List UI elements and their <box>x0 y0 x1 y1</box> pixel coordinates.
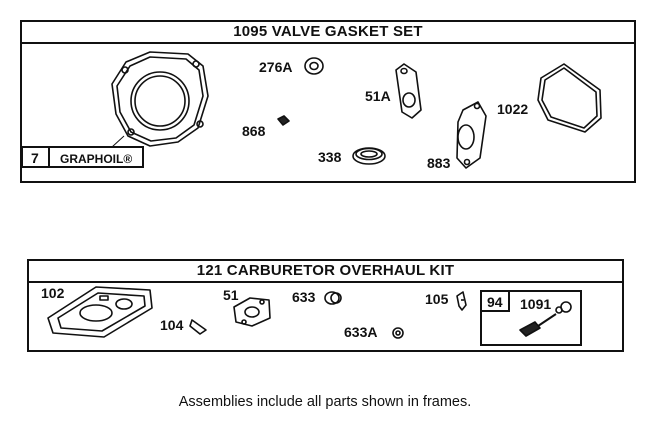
label-104: 104 <box>160 317 184 333</box>
pin-104-drawing <box>189 319 207 335</box>
part-868-drawing <box>277 115 290 126</box>
label-338: 338 <box>318 149 342 165</box>
label-102: 102 <box>41 285 65 301</box>
gasket-51-drawing <box>233 297 271 327</box>
label-51a: 51A <box>365 88 391 104</box>
label-883: 883 <box>427 155 451 171</box>
subkit-number-box: 94 <box>480 290 510 312</box>
subkit-frame: 94 1091 <box>480 290 582 346</box>
label-633: 633 <box>292 289 316 305</box>
graphoil-number-box: 7 <box>21 146 50 168</box>
seal-633a-drawing <box>392 327 404 339</box>
gasket-102-drawing <box>47 286 153 338</box>
seal-633-drawing <box>324 291 342 305</box>
washer-276a-drawing <box>304 57 324 75</box>
gasket-1022-drawing <box>537 63 602 133</box>
needle-valve-1091-drawing <box>519 301 572 337</box>
label-51: 51 <box>223 287 239 303</box>
carburetor-kit-title: 121 CARBURETOR OVERHAUL KIT <box>29 261 622 283</box>
valve-gasket-set-title: 1095 VALVE GASKET SET <box>22 22 634 44</box>
label-868: 868 <box>242 123 266 139</box>
graphoil-name-box: GRAPHOIL® <box>48 146 144 168</box>
graphoil-name: GRAPHOIL® <box>60 152 133 166</box>
seal-338-drawing <box>352 147 386 165</box>
head-gasket-drawing <box>111 51 209 148</box>
footer-note: Assemblies include all parts shown in fr… <box>178 394 472 410</box>
graphoil-number: 7 <box>31 150 39 166</box>
label-276a: 276A <box>259 59 293 75</box>
gasket-883-drawing <box>456 101 487 169</box>
label-105: 105 <box>425 291 449 307</box>
label-633a: 633A <box>344 324 378 340</box>
label-1091: 1091 <box>520 296 552 312</box>
carburetor-kit-frame: 121 CARBURETOR OVERHAUL KIT <box>27 259 624 352</box>
gasket-51a-drawing <box>395 63 422 119</box>
subkit-number: 94 <box>487 294 503 310</box>
needle-105-drawing <box>456 291 467 311</box>
label-1022: 1022 <box>497 101 529 117</box>
valve-gasket-set-frame: 1095 VALVE GASKET SET <box>20 20 636 183</box>
